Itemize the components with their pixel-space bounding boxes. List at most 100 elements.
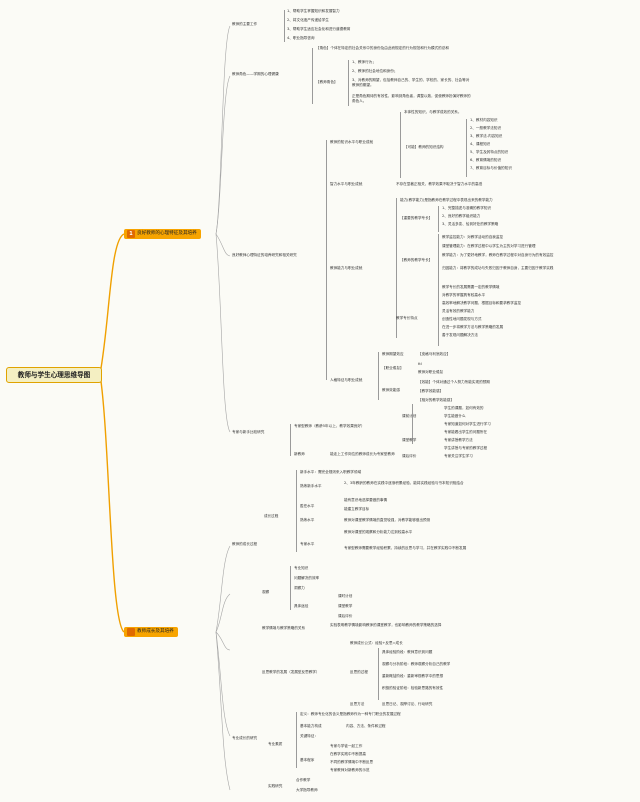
subtopic-reflection-process[interactable]: 反思的过程 [350, 670, 368, 674]
topic-teacher-main-work[interactable]: 教师的主要工作 [232, 22, 258, 26]
subtopic-role-definition[interactable]: 【角色】个体在特定的社会关系中的身份及由此而规定的行为规范和行为模式的总和 [316, 46, 449, 50]
topic-professional-quality[interactable]: 专业素质 [268, 742, 283, 746]
leaf[interactable]: 归因能力：将教学的成功与失败归因于教师自身，主要归因于教学实践 [442, 266, 554, 270]
subtopic-knowledge-structure[interactable]: 【可能】教师的知识结构 [404, 145, 444, 149]
leaf[interactable]: 灵活有效的教学能力 [442, 309, 475, 313]
leaf[interactable]: 专家能看出学生的问题所在 [444, 430, 488, 434]
leaf[interactable]: 定义：教师专业化的含义是指教师作为一种专门职业的发展过程 [300, 712, 401, 716]
leaf[interactable]: 6、教育情境的知识 [470, 158, 502, 162]
topic-observation[interactable]: 观察 [262, 590, 270, 594]
main-branch-teacher-growth[interactable]: 教师成长及其培养 [124, 627, 178, 637]
subtopic-expert[interactable]: 专家水平 [300, 542, 315, 546]
leaf[interactable]: 教学能力：为了更好地教学，教师在教学过程中对自身行为的有效监控 [442, 253, 554, 257]
leaf[interactable]: 2、良好的教学组织能力 [442, 214, 481, 218]
topic-intelligence-achievement[interactable]: 智力水平与职业成就 [330, 182, 363, 186]
leaf[interactable]: 在教学实践中不断提高 [330, 752, 366, 756]
leaf[interactable]: 能走上工作岗位的教师成长为专家型教师 [330, 452, 395, 456]
leaf[interactable]: 积极的验证阶段：检验新思路的有效性 [382, 686, 444, 690]
leaf[interactable]: 高效率地解决教学问题，根据目标和要求教学监控 [442, 301, 522, 305]
leaf[interactable]: 课时计划 [338, 594, 353, 598]
leaf[interactable]: 课堂教学 [338, 604, 353, 608]
topic-ability-achievement[interactable]: 教师能力与职业成就 [330, 266, 363, 270]
topic-reflective-teaching[interactable]: 反思教学的发展（发展型反思教学） [262, 670, 320, 674]
leaf[interactable]: 7、教育目标与价值的知识 [470, 166, 512, 170]
leaf[interactable]: 专家教师对新教师的示范 [330, 768, 370, 772]
leaf[interactable]: 3、对教师的期望，包括教师自己的、学生的、学校的、家长的、社会等对教师的期望。 [352, 78, 470, 87]
leaf[interactable]: 具体经验阶段：教师意识到问题 [382, 650, 433, 654]
subtopic[interactable]: 1、帮助学生掌握知识和发展智力 [287, 9, 340, 13]
leaf[interactable]: 2、3年教龄的教师在实践中逐渐积累经验，能将实践经验与书本知识相结合 [344, 481, 464, 485]
subtopic-ability-components[interactable]: 基本能力构成 [300, 724, 322, 728]
topic-expert-novice[interactable]: 专家与新手比较研究 [232, 430, 265, 434]
leaf[interactable]: 不同的教学情境中不断反思 [330, 760, 374, 764]
leaf[interactable]: 5、学生及其特点的知识 [470, 150, 509, 154]
subtopic-key-features[interactable]: 关键特征： [300, 734, 318, 738]
leaf[interactable]: 在进一步将教学方法与教学策略的发展 [442, 325, 504, 329]
leaf[interactable]: 合作教学 [296, 778, 311, 782]
leaf[interactable]: 新手水平：需完全规则来入职教学领域 [300, 470, 362, 474]
leaf[interactable]: 不存在显著正相关，教学效果不取决于智力水平的高低 [396, 182, 483, 186]
leaf[interactable]: 内容、方法、条件和过程 [346, 724, 386, 728]
leaf[interactable]: 教师对职业倦怠 [418, 370, 444, 374]
leaf[interactable]: 专家知道如何对学生进行学习 [444, 422, 491, 426]
subtopic-post-class-evaluation[interactable]: 课后评价 [402, 454, 417, 458]
leaf[interactable]: 大学指导教师 [296, 788, 318, 792]
leaf[interactable]: 【相对的教学效能感】 [418, 398, 454, 402]
subtopic-efficacy[interactable]: 教师效能感 [382, 388, 400, 392]
leaf[interactable]: 3、灵活多变、恰到好处的教学策略 [442, 222, 499, 226]
subtopic-teaching-expertise[interactable]: 【教师的教学专长】 [400, 258, 433, 262]
leaf[interactable]: 学生能做什么 [444, 414, 466, 418]
leaf[interactable]: 实验表明教学情境影响教师的课堂教学，也影响教师的教学策略的选择 [330, 623, 442, 627]
leaf[interactable]: 3、教学法-内容知识 [470, 134, 503, 138]
leaf[interactable]: 1、教材内容知识 [470, 118, 498, 122]
subtopic[interactable]: 2、将文化遗产传递给学生 [287, 18, 329, 22]
leaf[interactable]: 问题解决的效率 [294, 576, 320, 580]
leaf[interactable]: 反思日记、观摩讨论、行动研究 [382, 702, 433, 706]
topic-professional-development[interactable]: 专业成长的研究 [232, 736, 258, 740]
subtopic-teacher-role[interactable]: 【教师角色】 [316, 80, 338, 84]
leaf[interactable]: 能有意识地选择要做的事情 [344, 498, 388, 502]
leaf[interactable]: 2、一般教学法知识 [470, 126, 502, 130]
leaf[interactable]: 对教学的掌握具有较高水平 [442, 293, 486, 297]
topic-teaching-situation[interactable]: 教学情境与教学策略的关系 [262, 626, 306, 630]
subtopic-expectation-effect[interactable]: 教师期望效应 [382, 352, 404, 356]
leaf[interactable]: 重新概括阶段：重新审视教学中的思想 [382, 674, 444, 678]
leaf[interactable]: 正是角色期待的有效性，影响到角色者，调整以致，促使教师扮演好教师的角色人。 [352, 94, 471, 103]
topic-expertise-traits[interactable]: 教学专长特点 [396, 316, 418, 320]
subtopic-classroom-teaching[interactable]: 课堂教学 [402, 438, 417, 442]
subtopic-key-expertise[interactable]: 【重要的教学专长】 [400, 216, 433, 220]
topic-knowledge-achievement[interactable]: 教师的知识水平与职业成就 [330, 140, 374, 144]
leaf[interactable]: 观察与分析阶段：教师观察分析自己的教学 [382, 662, 451, 666]
subtopic-expert-teacher[interactable]: 专家型教师（教龄5年以上，教学效果良好） [294, 424, 365, 428]
leaf[interactable]: 专家与学徒一起工作 [330, 744, 363, 748]
leaf[interactable]: 【皮格马利翁效应】 [418, 352, 451, 356]
leaf[interactable]: 洞察力 [294, 586, 305, 590]
leaf[interactable]: 能建立教学目标 [344, 507, 370, 511]
leaf[interactable]: 专家关注学生学习 [444, 454, 473, 458]
subtopic-burnout[interactable]: 【职业倦怠】 [382, 366, 404, 370]
leaf[interactable]: 教学专长的发展需要一定的教学情境 [442, 285, 500, 289]
leaf[interactable]: 2、教师的社会地位和身份； [352, 69, 398, 73]
leaf[interactable]: 专家型教师需要教学经验积累，持续的反思与学习，并在教学实践中不断发展 [344, 546, 467, 550]
subtopic-specific-approach[interactable]: 具体途径 [294, 604, 309, 608]
subtopic-basic-procedure[interactable]: 基本程序 [300, 758, 315, 762]
leaf[interactable]: 1、教师行为； [352, 60, 376, 64]
leaf[interactable]: 【效能】个体对通过个人努力所能实现的预期 [418, 380, 490, 384]
subtopic-reflection-method[interactable]: 反思方法 [350, 702, 365, 706]
subtopic-competent[interactable]: 胜任水平 [300, 504, 315, 508]
subtopic-new-teacher[interactable]: 新教师 [294, 452, 305, 456]
subtopic-skilled-novice[interactable]: 熟练新手水平 [300, 484, 322, 488]
root-topic[interactable]: 教师与学生心理思维导图 [6, 367, 102, 383]
leaf[interactable]: 教学监控能力：对教学活动的自我监控 [442, 235, 504, 239]
subtopic[interactable]: 4、职业指导咨询 [287, 36, 315, 40]
subtopic[interactable]: 3、帮助学生适应社会化和进行道德教育 [287, 27, 351, 31]
subtopic-lesson-plan[interactable]: 课前计划 [402, 414, 417, 418]
topic-teacher-role[interactable]: 教师角色——学期的心理健康 [232, 72, 279, 76]
topic-traits-research[interactable]: 良好教师心理特征的培养研究和相关研究 [232, 253, 297, 257]
leaf[interactable]: 【教学效能感】 [418, 389, 444, 393]
topic-practice-research[interactable]: 实践研究 [268, 784, 283, 788]
leaf[interactable]: 课堂管理能力：在教学过程中以学生为主的对学习进行管理 [442, 244, 536, 248]
subtopic-proficient[interactable]: 熟练水平 [300, 518, 315, 522]
leaf[interactable]: 能力(教学能力)是指教师在教学过程中表现出来的教学能力 [400, 198, 493, 202]
